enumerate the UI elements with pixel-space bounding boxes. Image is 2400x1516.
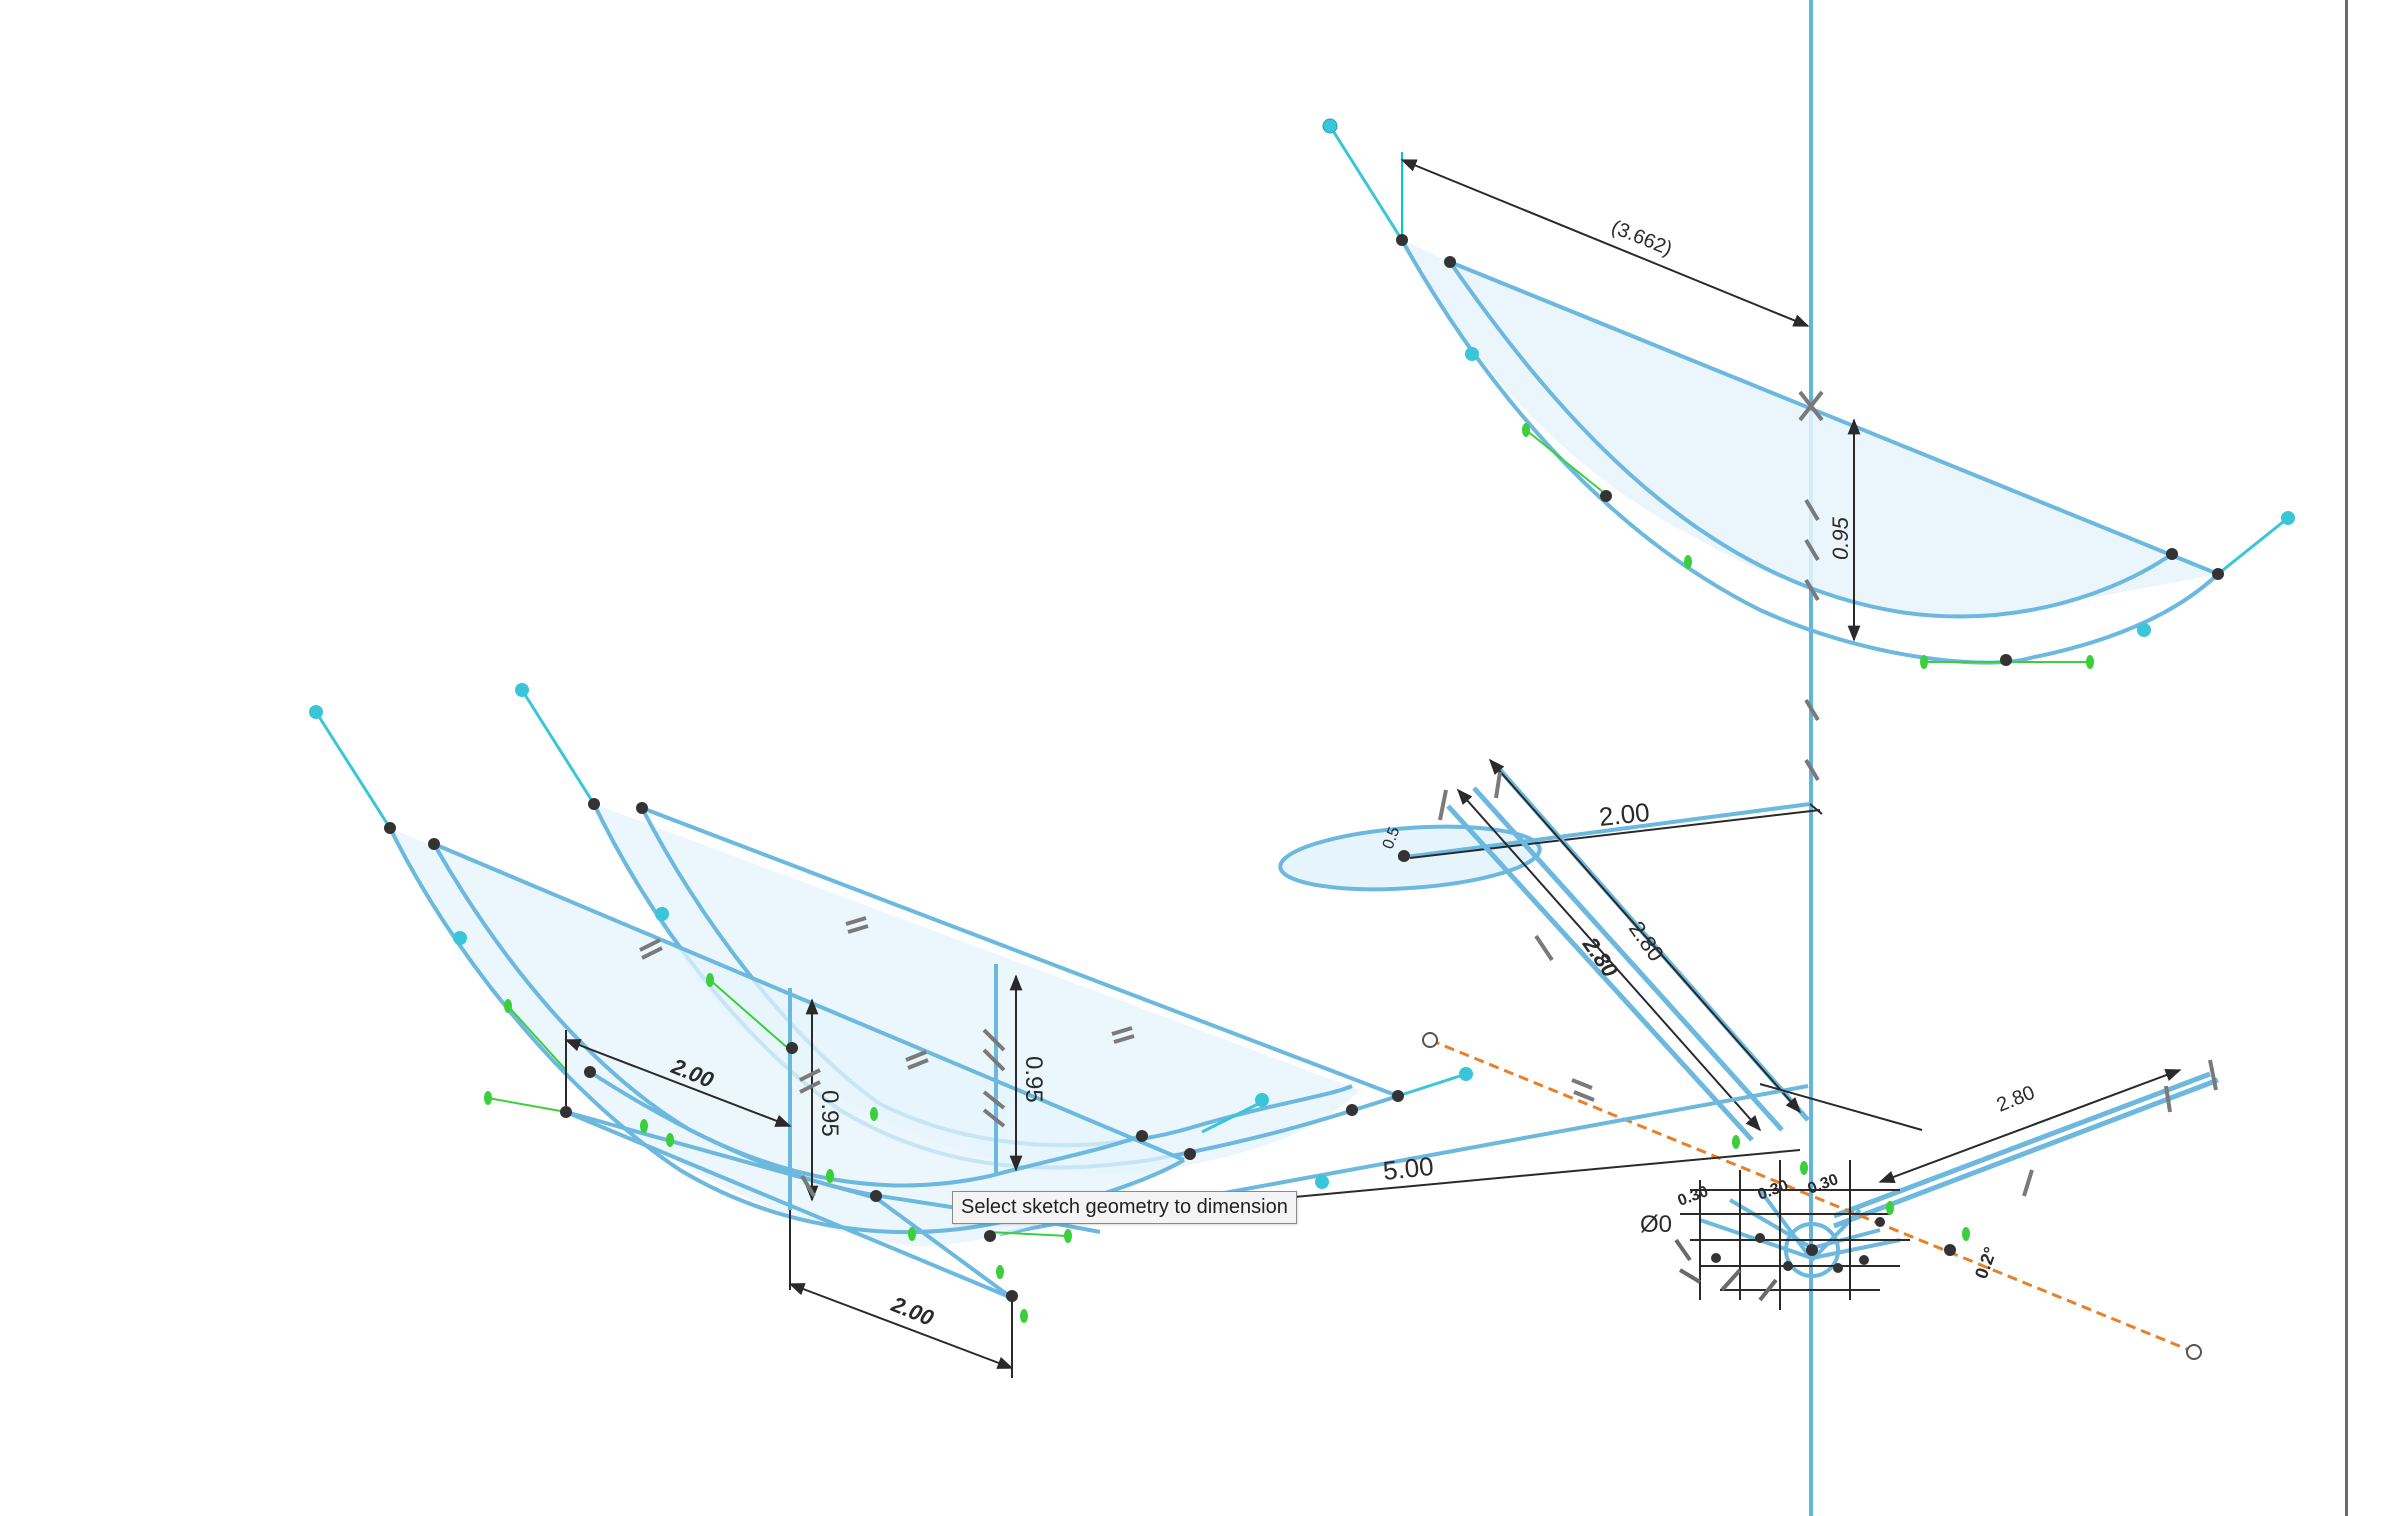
construction-line[interactable] <box>1429 1038 2195 1354</box>
dim-cluster-dia-label[interactable]: Ø0 <box>1640 1211 1672 1238</box>
sketch-point-icon <box>428 838 440 850</box>
sketch-point-icon <box>1398 850 1410 862</box>
sketch-point-icon <box>1396 234 1408 246</box>
handle-point-icon <box>453 931 467 945</box>
sketch-point-icon <box>2166 548 2178 560</box>
top-arc-outer[interactable] <box>1400 239 2220 665</box>
dim-left-height-2-label[interactable]: 0.95 <box>1020 1056 1047 1103</box>
sketch-point-icon <box>2000 654 2012 666</box>
top-arc-tangent <box>1328 125 1404 241</box>
sketch-point-icon <box>1392 1090 1404 1102</box>
sketch-point-icon <box>588 798 600 810</box>
viewport-right-border <box>2345 0 2348 1516</box>
handle-point-icon <box>515 683 529 697</box>
sketch-point-icon <box>984 1230 996 1242</box>
sketch-point-icon <box>2212 568 2224 580</box>
sketch-point-icon <box>384 822 396 834</box>
handle-point-icon <box>1465 347 1479 361</box>
sketch-point-icon <box>1600 490 1612 502</box>
constraint-glyph-icon[interactable] <box>1798 390 1824 782</box>
dim-ellipse-length-label[interactable]: 2.00 <box>1597 797 1650 832</box>
dim-left-bottom-width-label[interactable]: 2.00 <box>887 1291 938 1331</box>
top-arc-tangent-right <box>2217 516 2289 576</box>
dim-top-ref-label[interactable]: (3.662) <box>1608 216 1675 260</box>
sketch-point-icon <box>1136 1130 1148 1142</box>
handle-point-icon <box>309 705 323 719</box>
dim-right-angle-label[interactable]: 0.2° <box>1971 1244 2001 1281</box>
top-arc-face[interactable] <box>1402 240 2218 617</box>
handle-point-icon <box>1459 1067 1473 1081</box>
sketch-point-icon <box>1346 1104 1358 1116</box>
dim-right-arm-label[interactable]: 2.80 <box>1994 1082 2038 1117</box>
dim-cluster-b-label[interactable]: 0.30 <box>1756 1177 1791 1204</box>
constraint-glyph-icon[interactable] <box>639 916 1595 1198</box>
dim-left-height-1-label[interactable]: 0.95 <box>816 1090 843 1137</box>
top-arc-green-tangent <box>1525 429 1609 497</box>
sketch-point-icon <box>584 1066 596 1078</box>
handle-point-icon <box>2281 511 2295 525</box>
dim-cluster-a-label[interactable]: 0.30 <box>1676 1183 1711 1210</box>
left-profile-points[interactable] <box>309 683 1473 1323</box>
construction-endpoint[interactable] <box>2186 1344 2202 1360</box>
sketch-point-icon <box>560 1106 572 1118</box>
sketch-point-icon <box>1184 1148 1196 1160</box>
sketch-point-icon <box>1444 256 1456 268</box>
handle-point-icon <box>1322 118 1338 134</box>
sketch-point-icon <box>636 802 648 814</box>
dim-left-bottom-width[interactable]: 2.00 <box>788 1210 1014 1378</box>
ellipse-profile[interactable]: 2.00 0.5 <box>1278 797 1823 897</box>
sketch-point-icon <box>786 1042 798 1054</box>
dim-ellipse-small-label[interactable]: 0.5 <box>1380 825 1404 852</box>
dim-top-height-label[interactable]: 0.95 <box>1828 516 1853 560</box>
top-arc-inner[interactable] <box>1448 260 2174 619</box>
dimension-cluster[interactable]: Ø0 0.30 0.30 0.30 <box>1640 1135 1970 1310</box>
dim-top-height[interactable]: 0.95 <box>1828 418 1861 642</box>
top-arc-points[interactable] <box>1322 118 2295 669</box>
handle-point-icon <box>1315 1175 1329 1189</box>
right-arm[interactable]: 2.80 0.2° <box>1833 1059 2219 1281</box>
dim-base-length-label[interactable]: 5.00 <box>1381 1151 1434 1186</box>
dimension-tooltip: Select sketch geometry to dimension <box>952 1191 1297 1224</box>
sketch-point-icon <box>1006 1290 1018 1302</box>
construction-endpoint[interactable] <box>1422 1032 1438 1048</box>
handle-point-icon <box>1255 1093 1269 1107</box>
sketch-point-icon <box>870 1190 882 1202</box>
handle-point-icon <box>655 907 669 921</box>
handle-point-icon <box>2137 623 2151 637</box>
